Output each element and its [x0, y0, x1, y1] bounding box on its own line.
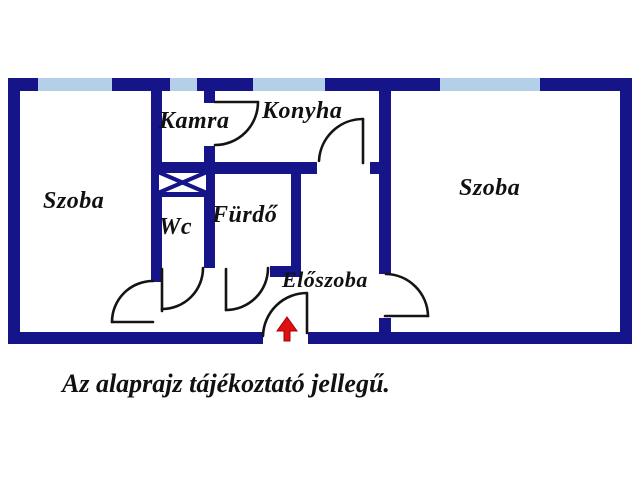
szoba-left-door-arc [110, 279, 155, 324]
wall-kamra-konyha-upper [204, 78, 215, 103]
entrance-door-arc [261, 291, 309, 338]
room-label-furdo: Fürdő [212, 202, 278, 228]
wall-furdo-right [291, 162, 301, 267]
wall-outer-bottom [8, 332, 263, 344]
window-szoba-right [440, 78, 540, 91]
wall-outer-right [620, 78, 632, 344]
room-label-wc: Wc [159, 214, 192, 240]
wall-outer-bottom [308, 332, 632, 344]
window-szoba-left [38, 78, 112, 91]
wc-door-arc [160, 266, 205, 311]
shaft-x-box [154, 168, 211, 197]
room-label-kamra: Kamra [159, 108, 230, 134]
window-konyha [253, 78, 325, 91]
wall-konyha-szoba-right [379, 78, 391, 274]
room-label-konyha: Konyha [262, 98, 343, 124]
szoba-right-door-arc [384, 272, 430, 318]
wall-outer-left [8, 78, 20, 344]
konyha-door-arc [317, 117, 365, 163]
wall-eloszoba-szoba-right-stub [379, 318, 391, 344]
furdo-door-arc [224, 266, 270, 312]
room-label-eloszoba: Előszoba [282, 267, 368, 292]
wall-wc-furdo-divider [204, 146, 215, 268]
window-kamra [170, 78, 197, 91]
wall-outer-top [540, 78, 632, 91]
room-label-szoba-left: Szoba [43, 188, 105, 214]
entrance-arrow-icon [276, 316, 298, 342]
disclaimer-text: Az alaprajz tájékoztató jellegű. [62, 369, 390, 398]
wall-furdo-bottom [270, 266, 301, 277]
room-label-szoba-right: Szoba [459, 175, 521, 201]
